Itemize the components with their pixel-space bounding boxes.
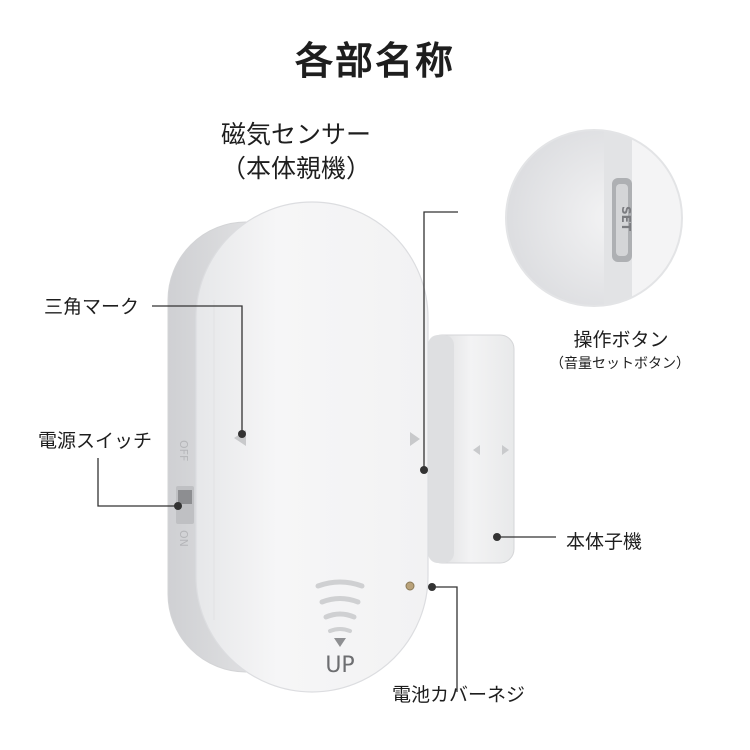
leader-power-switch [97,458,178,507]
switch-on-text: ON [177,530,190,547]
triangle-mark-right [410,432,420,446]
triangle-mark-label: 三角マーク [44,296,140,318]
sub-unit [427,334,515,564]
main-unit-label-line2: （本体親機） [220,154,371,183]
sub-unit-arrow-right [502,445,509,455]
battery-cover-grip: UP [315,579,365,678]
battery-cover-screw-label: 電池カバーネジ [392,684,526,706]
operation-button-sublabel: （音量セットボタン） [550,356,690,372]
leader-triangle-mark [152,305,243,432]
leader-lines [97,211,556,692]
power-switch-label: 電源スイッチ [38,430,153,452]
sub-unit-arrow-left [473,445,480,455]
leader-operation-button [423,211,458,468]
page-title: 各部名称 [294,39,455,83]
battery-cover-screw [405,581,415,591]
leader-dots [174,430,501,591]
main-unit: OFF ON UP [167,201,429,693]
main-unit-label: 磁気センサー （本体親機） [196,118,396,186]
up-text: UP [325,653,354,678]
switch-off-text: OFF [177,440,190,461]
sub-unit-label: 本体子機 [566,531,643,553]
power-switch: OFF ON [176,440,194,547]
zoom-inset: SET [505,129,683,307]
set-button-text: SET [619,206,633,232]
main-unit-label-line1: 磁気センサー [220,120,371,149]
leader-battery-screw [432,586,458,692]
down-arrow-icon [334,638,346,647]
operation-button-label: 操作ボタン [573,329,669,351]
